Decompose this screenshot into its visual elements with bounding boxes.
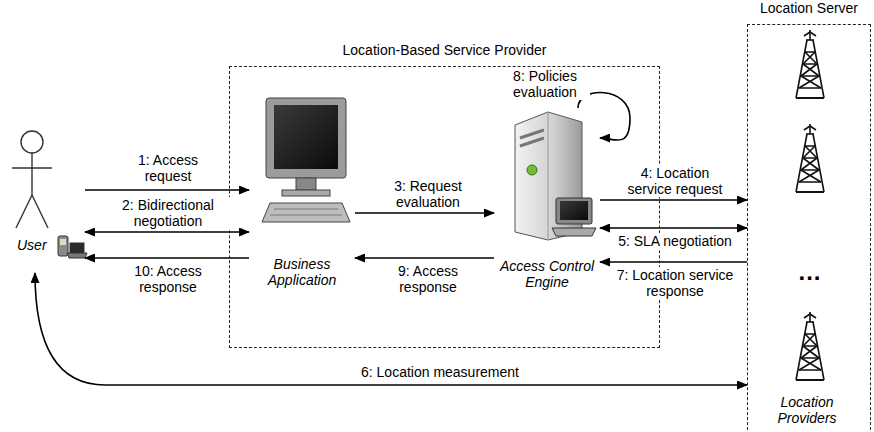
- user-actor: User: [5, 128, 85, 273]
- node-name: Access Control Engine: [494, 258, 600, 290]
- step-label: 6: Location measurement: [335, 364, 545, 380]
- step-label: 8: Policies evaluation: [500, 68, 590, 100]
- flow-arrow: [600, 227, 747, 229]
- step-label: 4: Location service request: [616, 165, 734, 197]
- flow-arrow: [355, 257, 494, 259]
- location-providers-node: Location Providers: [754, 25, 860, 428]
- flow-arrow: [355, 212, 494, 214]
- group-heading: Location Server: [747, 0, 871, 16]
- flow-arrow: [85, 231, 249, 233]
- node-name: User: [17, 237, 47, 253]
- node-name: Location Providers: [754, 394, 860, 426]
- tower-icons: [796, 30, 824, 380]
- step-label: 10: Access response: [120, 263, 216, 295]
- step-label: 7: Location service response: [610, 267, 740, 299]
- step-label: 5: SLA negotiation: [605, 233, 745, 249]
- step-label: 1: Access request: [123, 152, 213, 184]
- device-icons: [58, 236, 87, 258]
- server-icon: [515, 112, 596, 240]
- location-server-group: Location ServerLocation Providers: [747, 0, 871, 432]
- flow-arrow: [85, 257, 249, 259]
- group-heading: Location-Based Service Provider: [229, 42, 660, 58]
- step-label: 3: Request evaluation: [382, 178, 474, 210]
- ellipsis-mark: ...: [780, 262, 840, 282]
- computer-icon: [262, 98, 350, 222]
- step-label: 9: Access response: [382, 263, 474, 295]
- flow-arrow: [600, 199, 747, 201]
- flow-arrow: [600, 261, 747, 263]
- business-app-node: Business Application: [249, 92, 355, 290]
- access-engine-node: Access Control Engine: [494, 108, 600, 292]
- user-figure: [12, 131, 52, 228]
- dashed-boundary: [747, 24, 871, 432]
- node-name: Business Application: [249, 256, 355, 288]
- flow-arrow: [85, 189, 249, 191]
- step-label: 2: Bidirectional negotiation: [106, 197, 230, 229]
